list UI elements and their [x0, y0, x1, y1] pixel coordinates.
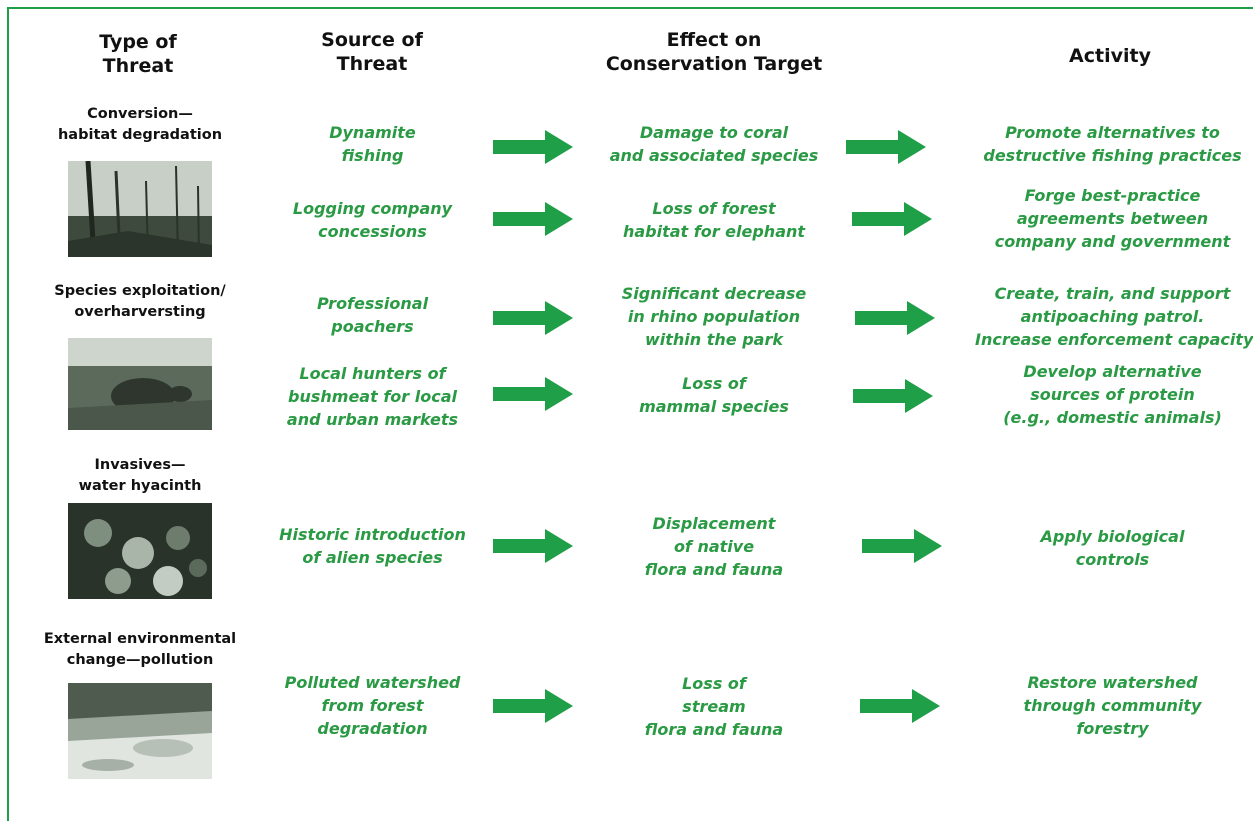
- header-activity: Activity: [1069, 45, 1151, 67]
- water-hyacinth-photo: [68, 503, 212, 599]
- rhino-grass-photo: [68, 338, 212, 430]
- arrow-effect-to-activity-3: [855, 301, 935, 335]
- arrow-effect-to-activity-5: [862, 529, 942, 563]
- arrow-source-to-effect-1: [493, 130, 573, 164]
- arrow-source-to-effect-6: [493, 689, 573, 723]
- arrow-effect-to-activity-1: [846, 130, 926, 164]
- polluted-stream-photo: [68, 683, 212, 779]
- arrow-effect-to-activity-4: [853, 379, 933, 413]
- arrow-source-to-effect-3: [493, 301, 573, 335]
- arrow-source-to-effect-4: [493, 377, 573, 411]
- threat-type-invasives: Invasives—water hyacinth: [78, 457, 202, 494]
- forest-clearing-photo: [68, 161, 212, 257]
- arrow-effect-to-activity-2: [852, 202, 932, 236]
- arrow-source-to-effect-2: [493, 202, 573, 236]
- threat-type-conversion: Conversion—habitat degradation: [57, 106, 223, 143]
- threat-type-exploitation: Species exploitation/overharversting: [54, 283, 226, 320]
- arrow-source-to-effect-5: [493, 529, 573, 563]
- diagram-frame: [7, 7, 1253, 821]
- arrow-effect-to-activity-6: [860, 689, 940, 723]
